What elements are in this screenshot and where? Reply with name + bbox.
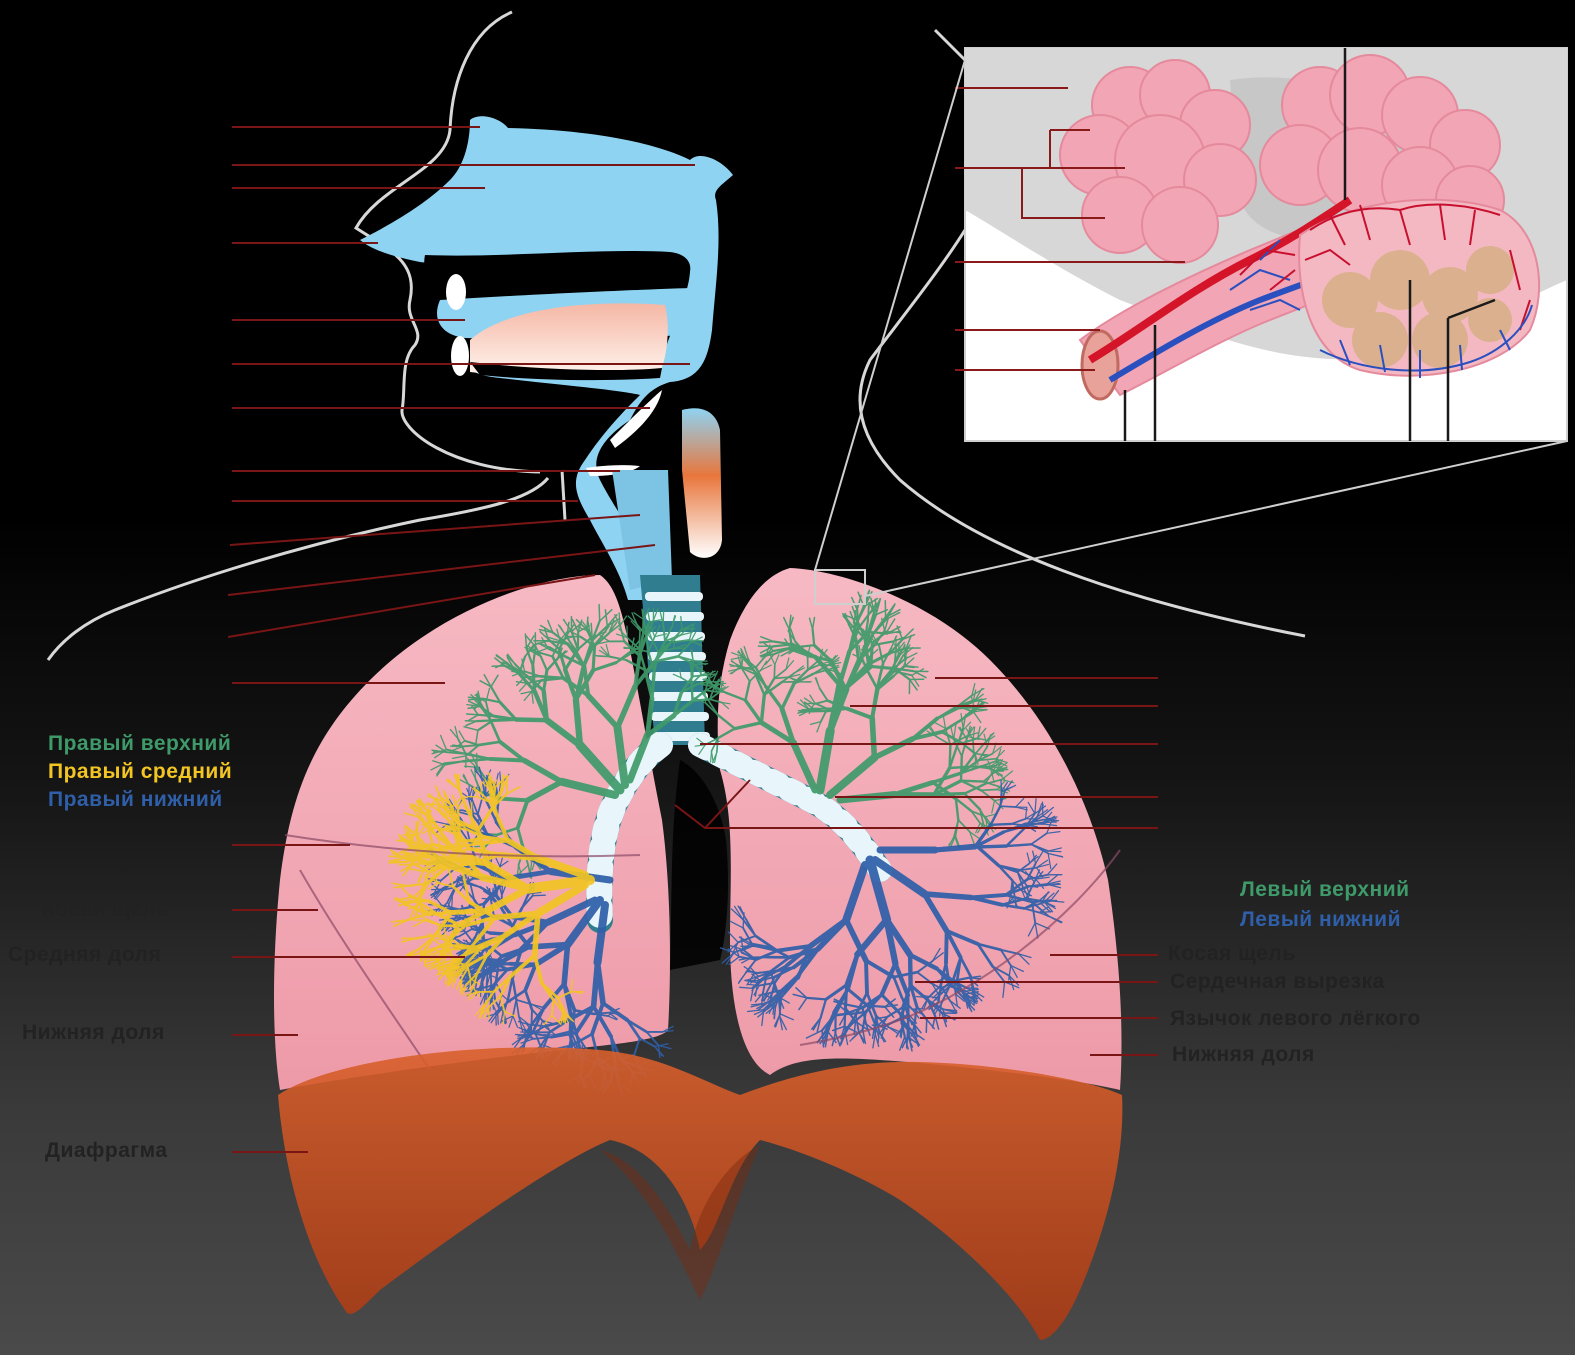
label-right-fissure: Косая щель [42, 898, 170, 922]
label-cardiac-notch: Сердечная вырезка [1170, 970, 1385, 994]
legend-right-middle: Правый средний [48, 760, 232, 784]
label-lingula: Язычок левого лёгкого [1170, 1007, 1421, 1031]
legend-left-lower: Левый нижний [1240, 908, 1401, 932]
legend-left-upper: Левый верхний [1240, 878, 1410, 902]
label-right-lower-lobe: Нижняя доля [22, 1021, 165, 1045]
label-diaphragm: Диафрагма [45, 1139, 168, 1163]
label-right-middle-lobe: Средняя доля [8, 943, 161, 967]
diaphragm [278, 1047, 1122, 1340]
label-left-oblique-fissure: Косая щель [1168, 942, 1296, 966]
label-left-lower-lobe: Нижняя доля [1172, 1043, 1315, 1067]
legend-right-lower: Правый нижний [48, 788, 223, 812]
alveoli-inset [955, 48, 1567, 441]
legend-right-upper: Правый верхний [48, 732, 231, 756]
